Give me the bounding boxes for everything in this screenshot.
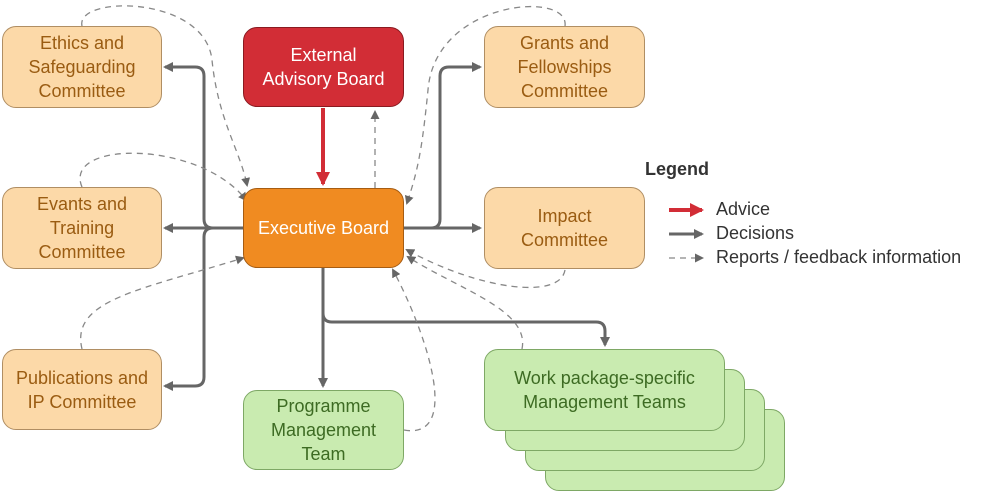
ethics-committee-label: Ethics and Safeguarding Committee [28, 33, 136, 101]
programme-team-label: Programme Management Team [270, 396, 377, 464]
events-committee-node: Evants and Training Committee [2, 187, 162, 269]
decision-to-grants [404, 62, 482, 230]
legend-reports-label: Reports / feedback information [716, 247, 962, 267]
report-workpackage [406, 255, 524, 350]
report-grants [404, 5, 566, 205]
events-committee-label: Evants and Training Committee [36, 194, 128, 262]
report-programme [392, 268, 436, 432]
publications-committee-node: Publications and IP Committee [2, 349, 162, 430]
advisory-board-node: External Advisory Board [243, 27, 404, 107]
report-impact [405, 249, 566, 288]
workpackage-teams-node: Work package-specific Management Teams [484, 349, 725, 431]
decision-to-publications [163, 226, 243, 391]
workpackage-teams-label: Work package-specific Management Teams [514, 368, 695, 412]
programme-team-node: Programme Management Team [243, 390, 404, 470]
impact-committee-node: Impact Committee [484, 187, 645, 269]
executive-board-label: Executive Board [257, 218, 390, 238]
legend-title: Legend [645, 159, 710, 179]
report-ethics [81, 5, 251, 187]
legend-advice-label: Advice [716, 199, 771, 219]
advisory-board-label: External Advisory Board [262, 45, 385, 89]
publications-committee-label: Publications and IP Committee [15, 367, 149, 412]
executive-board-node: Executive Board [243, 188, 404, 268]
decision-to-workpackage [321, 268, 610, 347]
report-publications [80, 255, 245, 350]
grants-committee-label: Grants and Fellowships Committee [517, 33, 612, 101]
decision-to-ethics [163, 62, 243, 230]
report-events [79, 152, 248, 202]
ethics-committee-node: Ethics and Safeguarding Committee [2, 26, 162, 108]
legend-decisions-label: Decisions [716, 223, 795, 243]
grants-committee-node: Grants and Fellowships Committee [484, 26, 645, 108]
impact-committee-label: Impact Committee [520, 206, 609, 250]
